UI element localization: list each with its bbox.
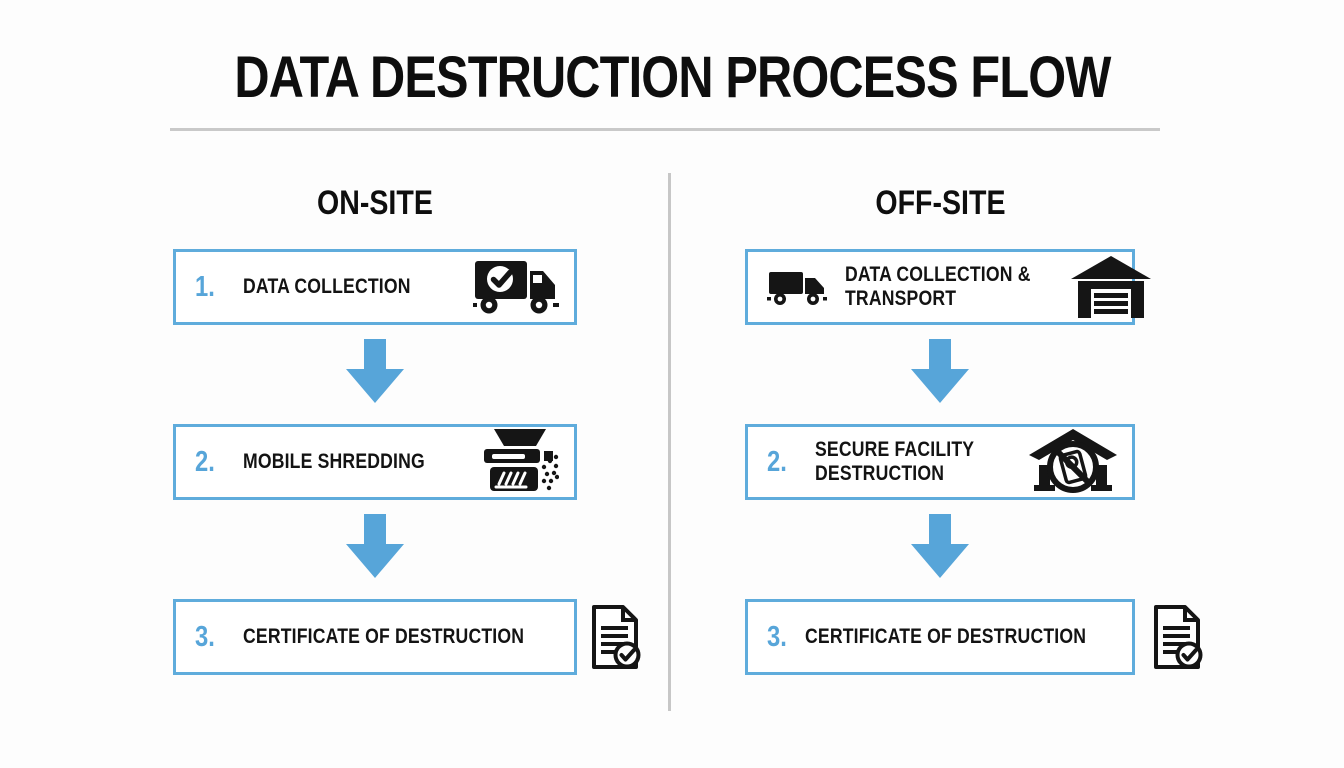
step-label: DATA COLLECTION & TRANSPORT [845, 262, 1031, 310]
title-divider [170, 128, 1160, 131]
step-label: CERTIFICATE OF DESTRUCTION [805, 624, 1087, 649]
step-label: CERTIFICATE OF DESTRUCTION [243, 624, 525, 649]
no-access-facility-icon [1029, 429, 1117, 495]
step-box-onsite-2: 2. MOBILE SHREDDING [173, 424, 577, 500]
step-number: 3. [767, 620, 787, 653]
step-number: 2. [767, 445, 787, 478]
column-header-offsite: OFF-SITE [874, 184, 1006, 222]
truck-check-icon [473, 259, 559, 315]
step-box-offsite-2: 2. SECURE FACILITY DESTRUCTION [745, 424, 1135, 500]
step-box-onsite-1: 1. DATA COLLECTION [173, 249, 577, 325]
document-check-icon [1148, 604, 1204, 670]
column-header-onsite: ON-SITE [317, 184, 433, 222]
step-label: DATA COLLECTION [243, 274, 411, 299]
down-arrow-icon [346, 514, 404, 578]
step-box-offsite-3: 3. CERTIFICATE OF DESTRUCTION [745, 599, 1203, 675]
warehouse-icon [1071, 256, 1152, 318]
document-check-icon [586, 604, 642, 670]
down-arrow-icon [346, 339, 404, 403]
column-divider [668, 173, 671, 711]
step-label: SECURE FACILITY DESTRUCTION [815, 437, 975, 485]
down-arrow-icon [911, 514, 969, 578]
step-number: 1. [195, 270, 215, 303]
shredder-icon [481, 429, 559, 495]
page-title: DATA DESTRUCTION PROCESS FLOW [233, 45, 1111, 110]
step-box-onsite-3: 3. CERTIFICATE OF DESTRUCTION [173, 599, 641, 675]
step-label: MOBILE SHREDDING [243, 449, 426, 474]
title-row: DATA DESTRUCTION PROCESS FLOW [0, 44, 1344, 111]
step-number: 3. [195, 620, 215, 653]
down-arrow-icon [911, 339, 969, 403]
step-box-offsite-1: DATA COLLECTION & TRANSPORT [745, 249, 1152, 325]
truck-icon [767, 268, 827, 306]
step-number: 2. [195, 445, 215, 478]
